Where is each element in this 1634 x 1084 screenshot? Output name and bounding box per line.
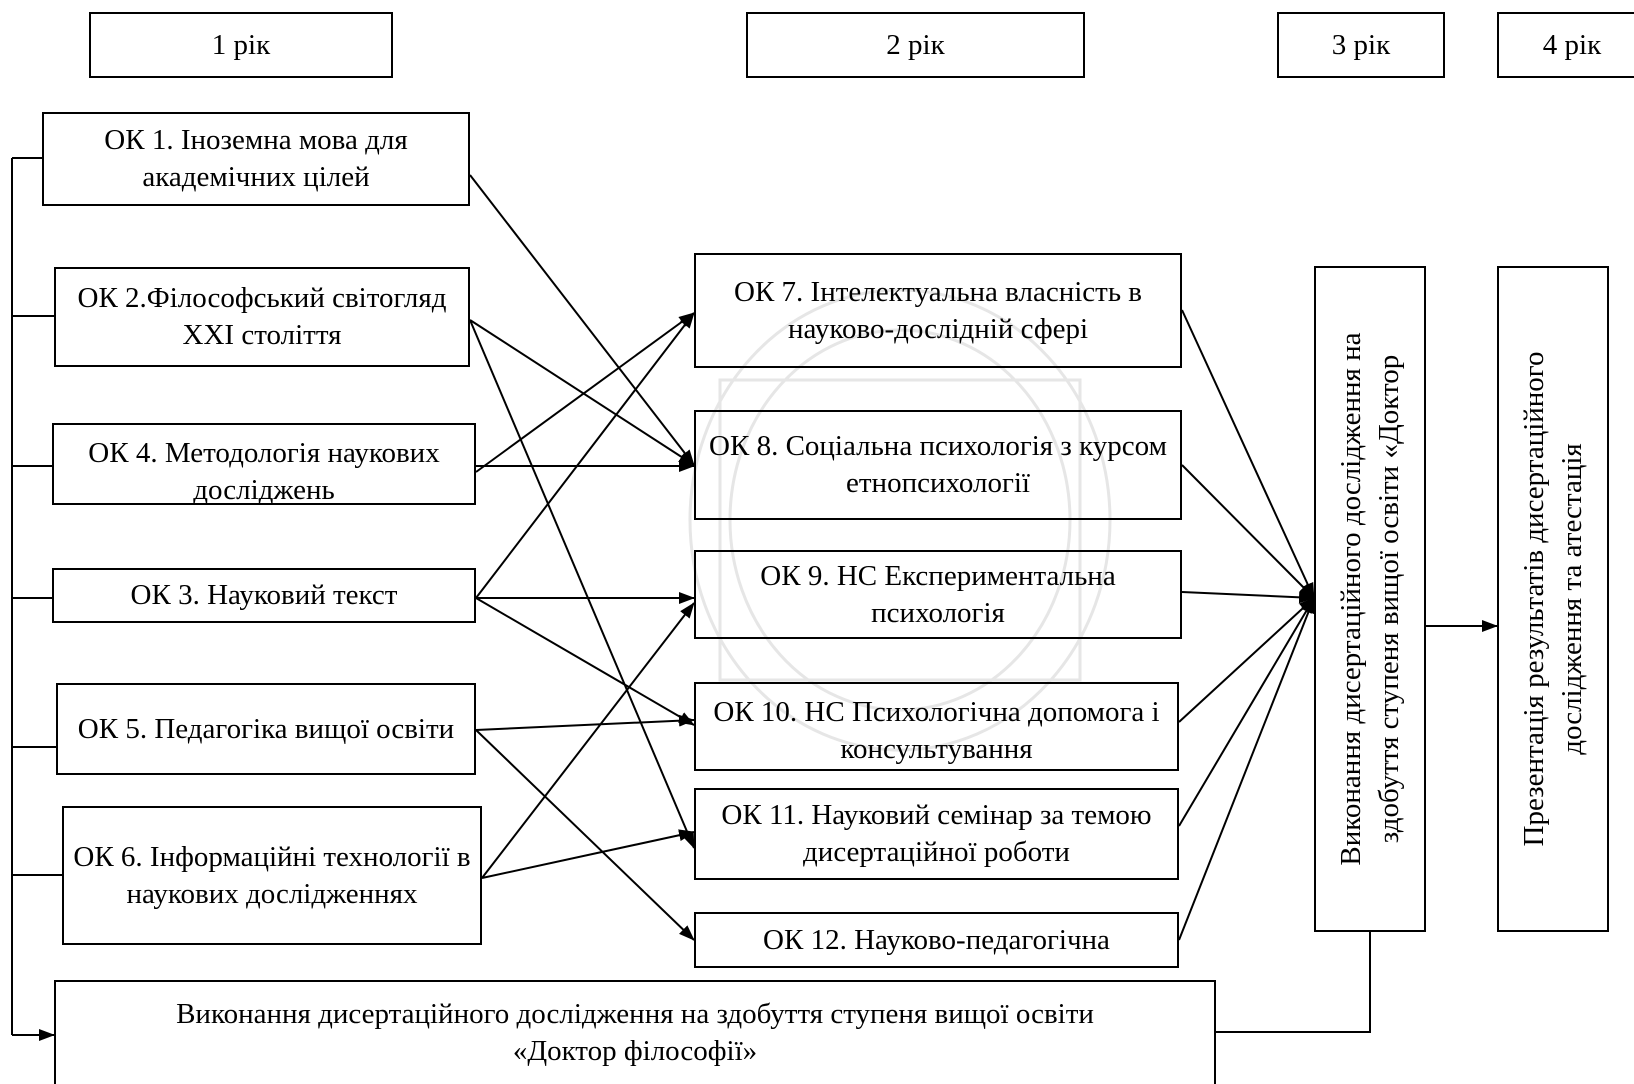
- year-3-header: 3 рік: [1277, 12, 1445, 78]
- course-ok9: ОК 9. НС Експериментальна психологія: [694, 550, 1182, 639]
- course-ok10: ОК 10. НС Психологічна допомога і консул…: [694, 682, 1179, 771]
- course-ok8: ОК 8. Соціальна психологія з курсом етно…: [694, 410, 1182, 520]
- course-ok1: ОК 1. Іноземна мова для академічних ціле…: [42, 112, 470, 206]
- course-ok3: ОК 3. Науковий текст: [52, 568, 476, 623]
- dissertation-bottom-box: Виконання дисертаційного дослідження на …: [54, 980, 1216, 1084]
- course-ok7: ОК 7. Інтелектуальна власність в науково…: [694, 253, 1182, 368]
- year-2-header: 2 рік: [746, 12, 1085, 78]
- year-4-header: 4 рік: [1497, 12, 1634, 78]
- course-ok5: ОК 5. Педагогіка вищої освіти: [56, 683, 476, 775]
- year-1-header: 1 рік: [89, 12, 393, 78]
- course-ok6: ОК 6. Інформаційні технології в наукових…: [62, 806, 482, 945]
- presentation-attestation-box: Презентація результатів дисертаційного д…: [1497, 266, 1609, 932]
- course-ok12: ОК 12. Науково-педагогічна: [694, 912, 1179, 968]
- course-ok11: ОК 11. Науковий семінар за темою дисерта…: [694, 788, 1179, 880]
- course-ok2: ОК 2.Філософський світогляд XXI століття: [54, 267, 470, 367]
- course-ok4: ОК 4. Методологія наукових досліджень: [52, 423, 476, 505]
- dissertation-research-box: Виконання дисертаційного дослідження на …: [1314, 266, 1426, 932]
